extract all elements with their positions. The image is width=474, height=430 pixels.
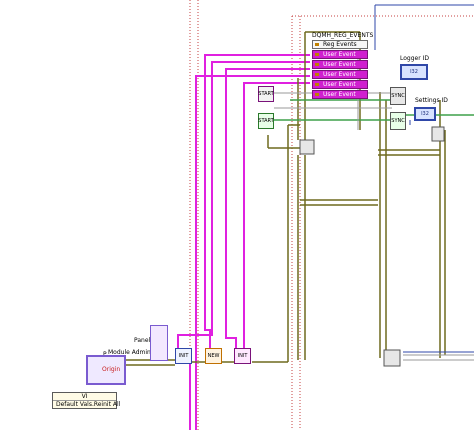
top-blue-wires [374,4,474,50]
logger-id-indicator[interactable]: I32 [400,64,428,80]
olive-wires [122,31,446,366]
init-node-2[interactable]: INIT [234,348,251,364]
magenta-wires [177,54,310,430]
user-event-item: User Event [312,90,368,99]
blue-wires [403,120,474,353]
user-event-item: User Event [312,60,368,69]
panel-label: Panel [134,337,151,344]
user-event-item: User Event [312,50,368,59]
vi-enum-constant[interactable]: VI Default Vals.Reinit All [52,392,121,409]
settings-id-type: I32 [421,111,429,117]
sync-node-a[interactable]: SYNC [390,87,406,105]
init-node-2-label: INIT [237,352,248,359]
module-admin-label: Module Admin [108,349,151,356]
init-node-1[interactable]: INIT [175,348,192,364]
sync-node-b-label: SYNC [391,117,405,124]
vi-enum-header: VI [53,393,116,401]
reg-events-title: DQMH_REG_EVENTS [312,32,374,39]
settings-id-label: Settings ID [415,97,448,104]
origin-label: Origin [102,366,121,373]
sync-node-b[interactable]: SYNC [390,112,406,130]
frame-borders [189,0,474,430]
module-admin-cluster[interactable]: Origin [86,355,126,385]
start-node-b[interactable]: START [258,113,274,129]
p-label: P [103,352,107,358]
start-node-a-label: START [258,90,274,97]
vi-enum-value: Default Vals.Reinit All [56,401,121,408]
start-node-b-label: START [258,117,274,124]
panel-ref-node[interactable] [150,325,168,361]
settings-id-indicator[interactable]: I32 [414,107,436,121]
logger-id-type: I32 [410,69,418,75]
new-node-label: NEW [207,352,220,359]
init-node-1-label: INIT [178,352,189,359]
user-event-item: User Event [312,70,368,79]
reg-events-node[interactable]: Reg Events User Event User Event User Ev… [312,40,368,100]
merge-nodes [299,126,445,367]
logger-id-label: Logger ID [400,55,429,62]
sync-node-a-label: SYNC [391,92,405,99]
reg-events-item: Reg Events [312,40,368,49]
start-node-a[interactable]: START [258,86,274,102]
new-node[interactable]: NEW [205,348,222,364]
user-event-item: User Event [312,80,368,89]
